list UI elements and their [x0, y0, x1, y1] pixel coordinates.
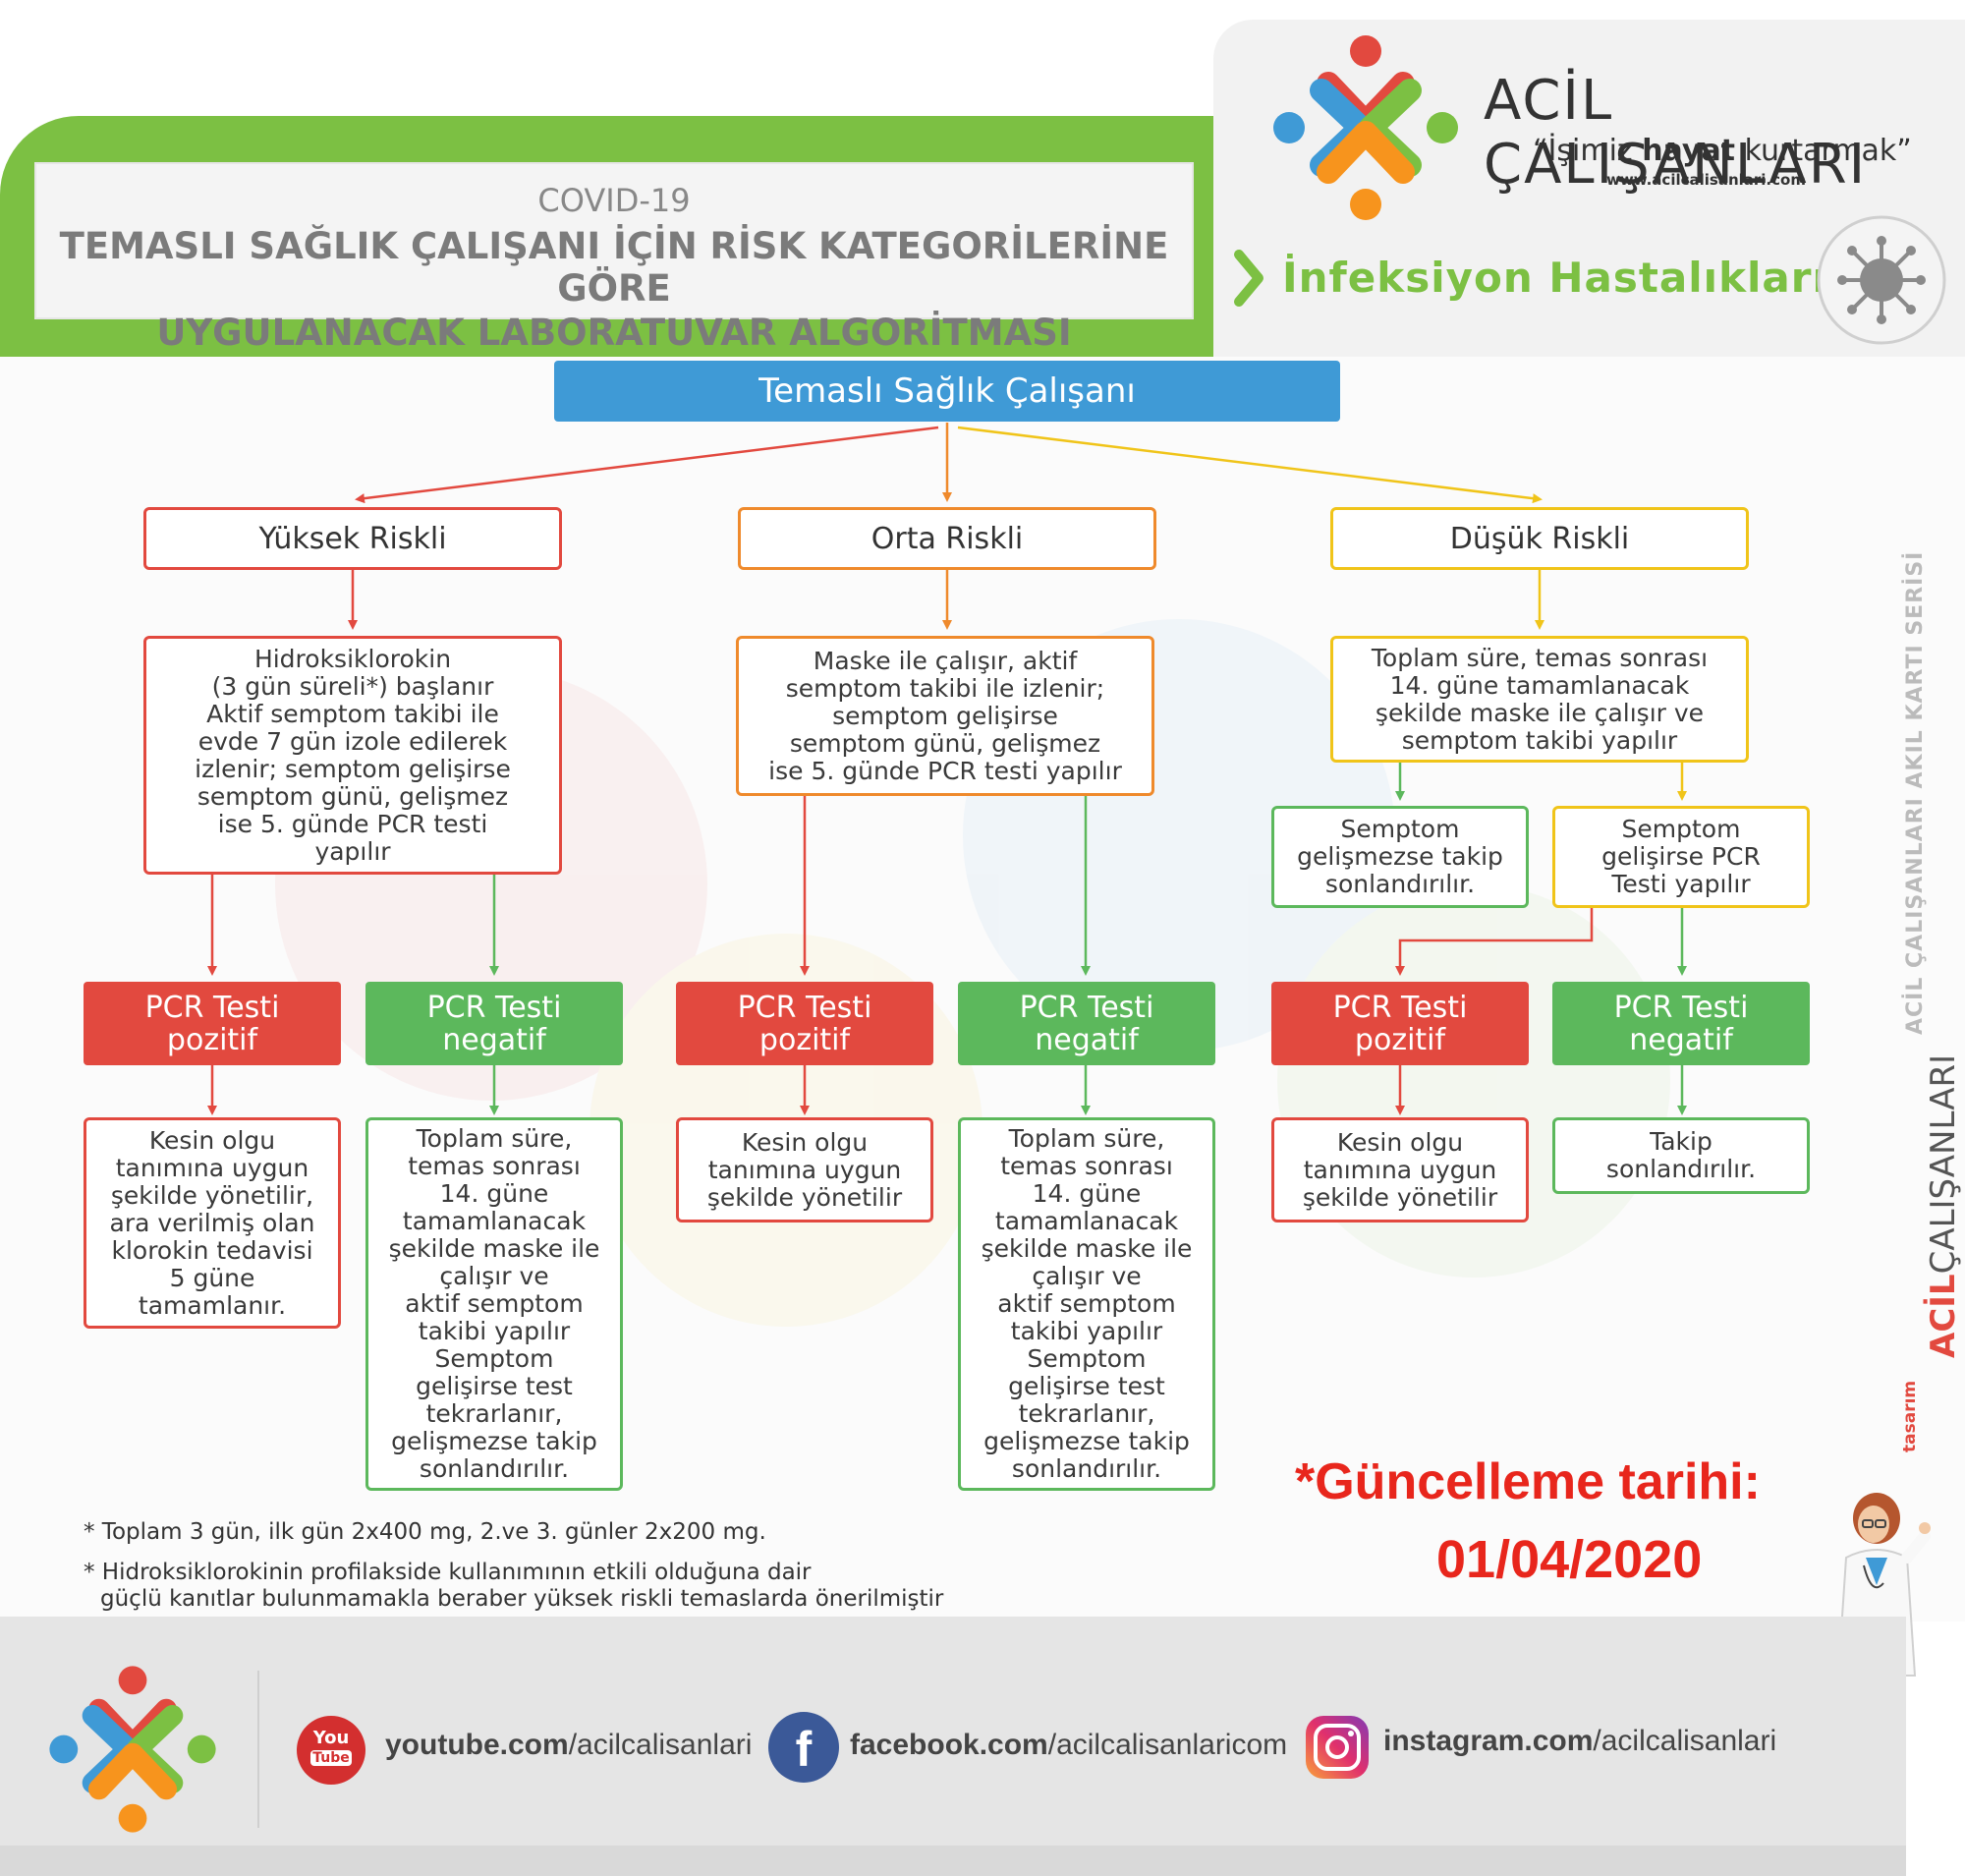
high-positive-result: Kesin olgu tanımına uygun şekilde yöneti…	[84, 1117, 341, 1329]
virus-icon	[1817, 215, 1946, 345]
footer-bottom-bar	[0, 1846, 1906, 1876]
header-title-box: COVID-19 TEMASLI SAĞLIK ÇALIŞANI İÇİN Rİ…	[34, 162, 1194, 354]
low-symptom-box: Semptom gelişirse PCR Testi yapılır	[1552, 806, 1810, 908]
side-design-label: tasarım	[1900, 1380, 1920, 1452]
mid-risk-description: Maske ile çalışır, aktif semptom takibi …	[736, 636, 1154, 796]
category-low-risk: Düşük Riskli	[1330, 507, 1749, 570]
header-title-line1: TEMASLI SAĞLIK ÇALIŞANI İÇİN RİSK KATEGO…	[59, 225, 1169, 310]
footer-logo-icon	[49, 1666, 216, 1833]
update-date: 01/04/2020	[1436, 1530, 1703, 1589]
covid-label: COVID-19	[537, 182, 691, 219]
brand-website: www.acilcalisanlari.com	[1606, 171, 1806, 189]
instagram-icon[interactable]	[1302, 1712, 1373, 1783]
category-mid-risk: Orta Riskli	[738, 507, 1156, 570]
low-negative-result: Takip sonlandırılır.	[1552, 1117, 1810, 1194]
footnote-evidence-line2: güçlü kanıtlar bulunmamakla beraber yüks…	[100, 1586, 944, 1612]
high-risk-desc-lines: Hidroksiklorokin (3 gün süreli*) başlanı…	[195, 644, 511, 866]
update-label: *Güncelleme tarihi:	[1295, 1453, 1761, 1510]
facebook-link[interactable]: facebook.com/acilcalisanlaricom	[850, 1729, 1288, 1761]
chevron-right-icon	[1234, 250, 1263, 307]
youtube-icon[interactable]: You Tube	[297, 1716, 365, 1785]
mid-negative-result: Toplam süre, temas sonrası 14. güne tama…	[958, 1117, 1215, 1491]
low-positive-result: Kesin olgu tanımına uygun şekilde yöneti…	[1271, 1117, 1529, 1222]
section-label: İnfeksiyon Hastalıkları	[1282, 254, 1827, 302]
high-negative-result: Toplam süre, temas sonrası 14. güne tama…	[365, 1117, 623, 1491]
root-node: Temaslı Sağlık Çalışanı	[554, 361, 1340, 422]
side-series-label: ACİL ÇALIŞANLARI AKIL KARTI SERİSİ	[1903, 550, 1928, 1035]
footnote-dosage: * Toplam 3 gün, ilk gün 2x400 mg, 2.ve 3…	[84, 1519, 766, 1545]
brand-slogan: “İşimiz hayat kurtarmak”	[1533, 134, 1912, 168]
facebook-icon[interactable]: f	[768, 1712, 839, 1783]
brand-name: ACİL ÇALIŞANLARI	[1484, 69, 1868, 197]
instagram-link[interactable]: instagram.com/acilcalisanlari	[1383, 1725, 1777, 1757]
category-high-risk: Yüksek Riskli	[143, 507, 562, 570]
high-risk-description: Hidroksiklorokin (3 gün süreli*) başlanı…	[143, 636, 562, 875]
youtube-link[interactable]: youtube.com/acilcalisanlari	[385, 1729, 753, 1761]
low-risk-description: Toplam süre, temas sonrası 14. güne tama…	[1330, 636, 1749, 763]
mid-positive-result: Kesin olgu tanımına uygun şekilde yöneti…	[676, 1117, 933, 1222]
side-brand: ACİLÇALIŞANLARI	[1924, 1053, 1963, 1358]
low-no-symptom-box: Semptom gelişmezse takip sonlandırılır.	[1271, 806, 1529, 908]
footer-divider	[257, 1671, 259, 1828]
footnote-evidence-line1: * Hidroksiklorokinin profilakside kullan…	[84, 1560, 812, 1585]
brand-logo-icon	[1273, 35, 1458, 220]
header-title-line2: UYGULANACAK LABORATUVAR ALGORİTMASI	[156, 312, 1072, 354]
